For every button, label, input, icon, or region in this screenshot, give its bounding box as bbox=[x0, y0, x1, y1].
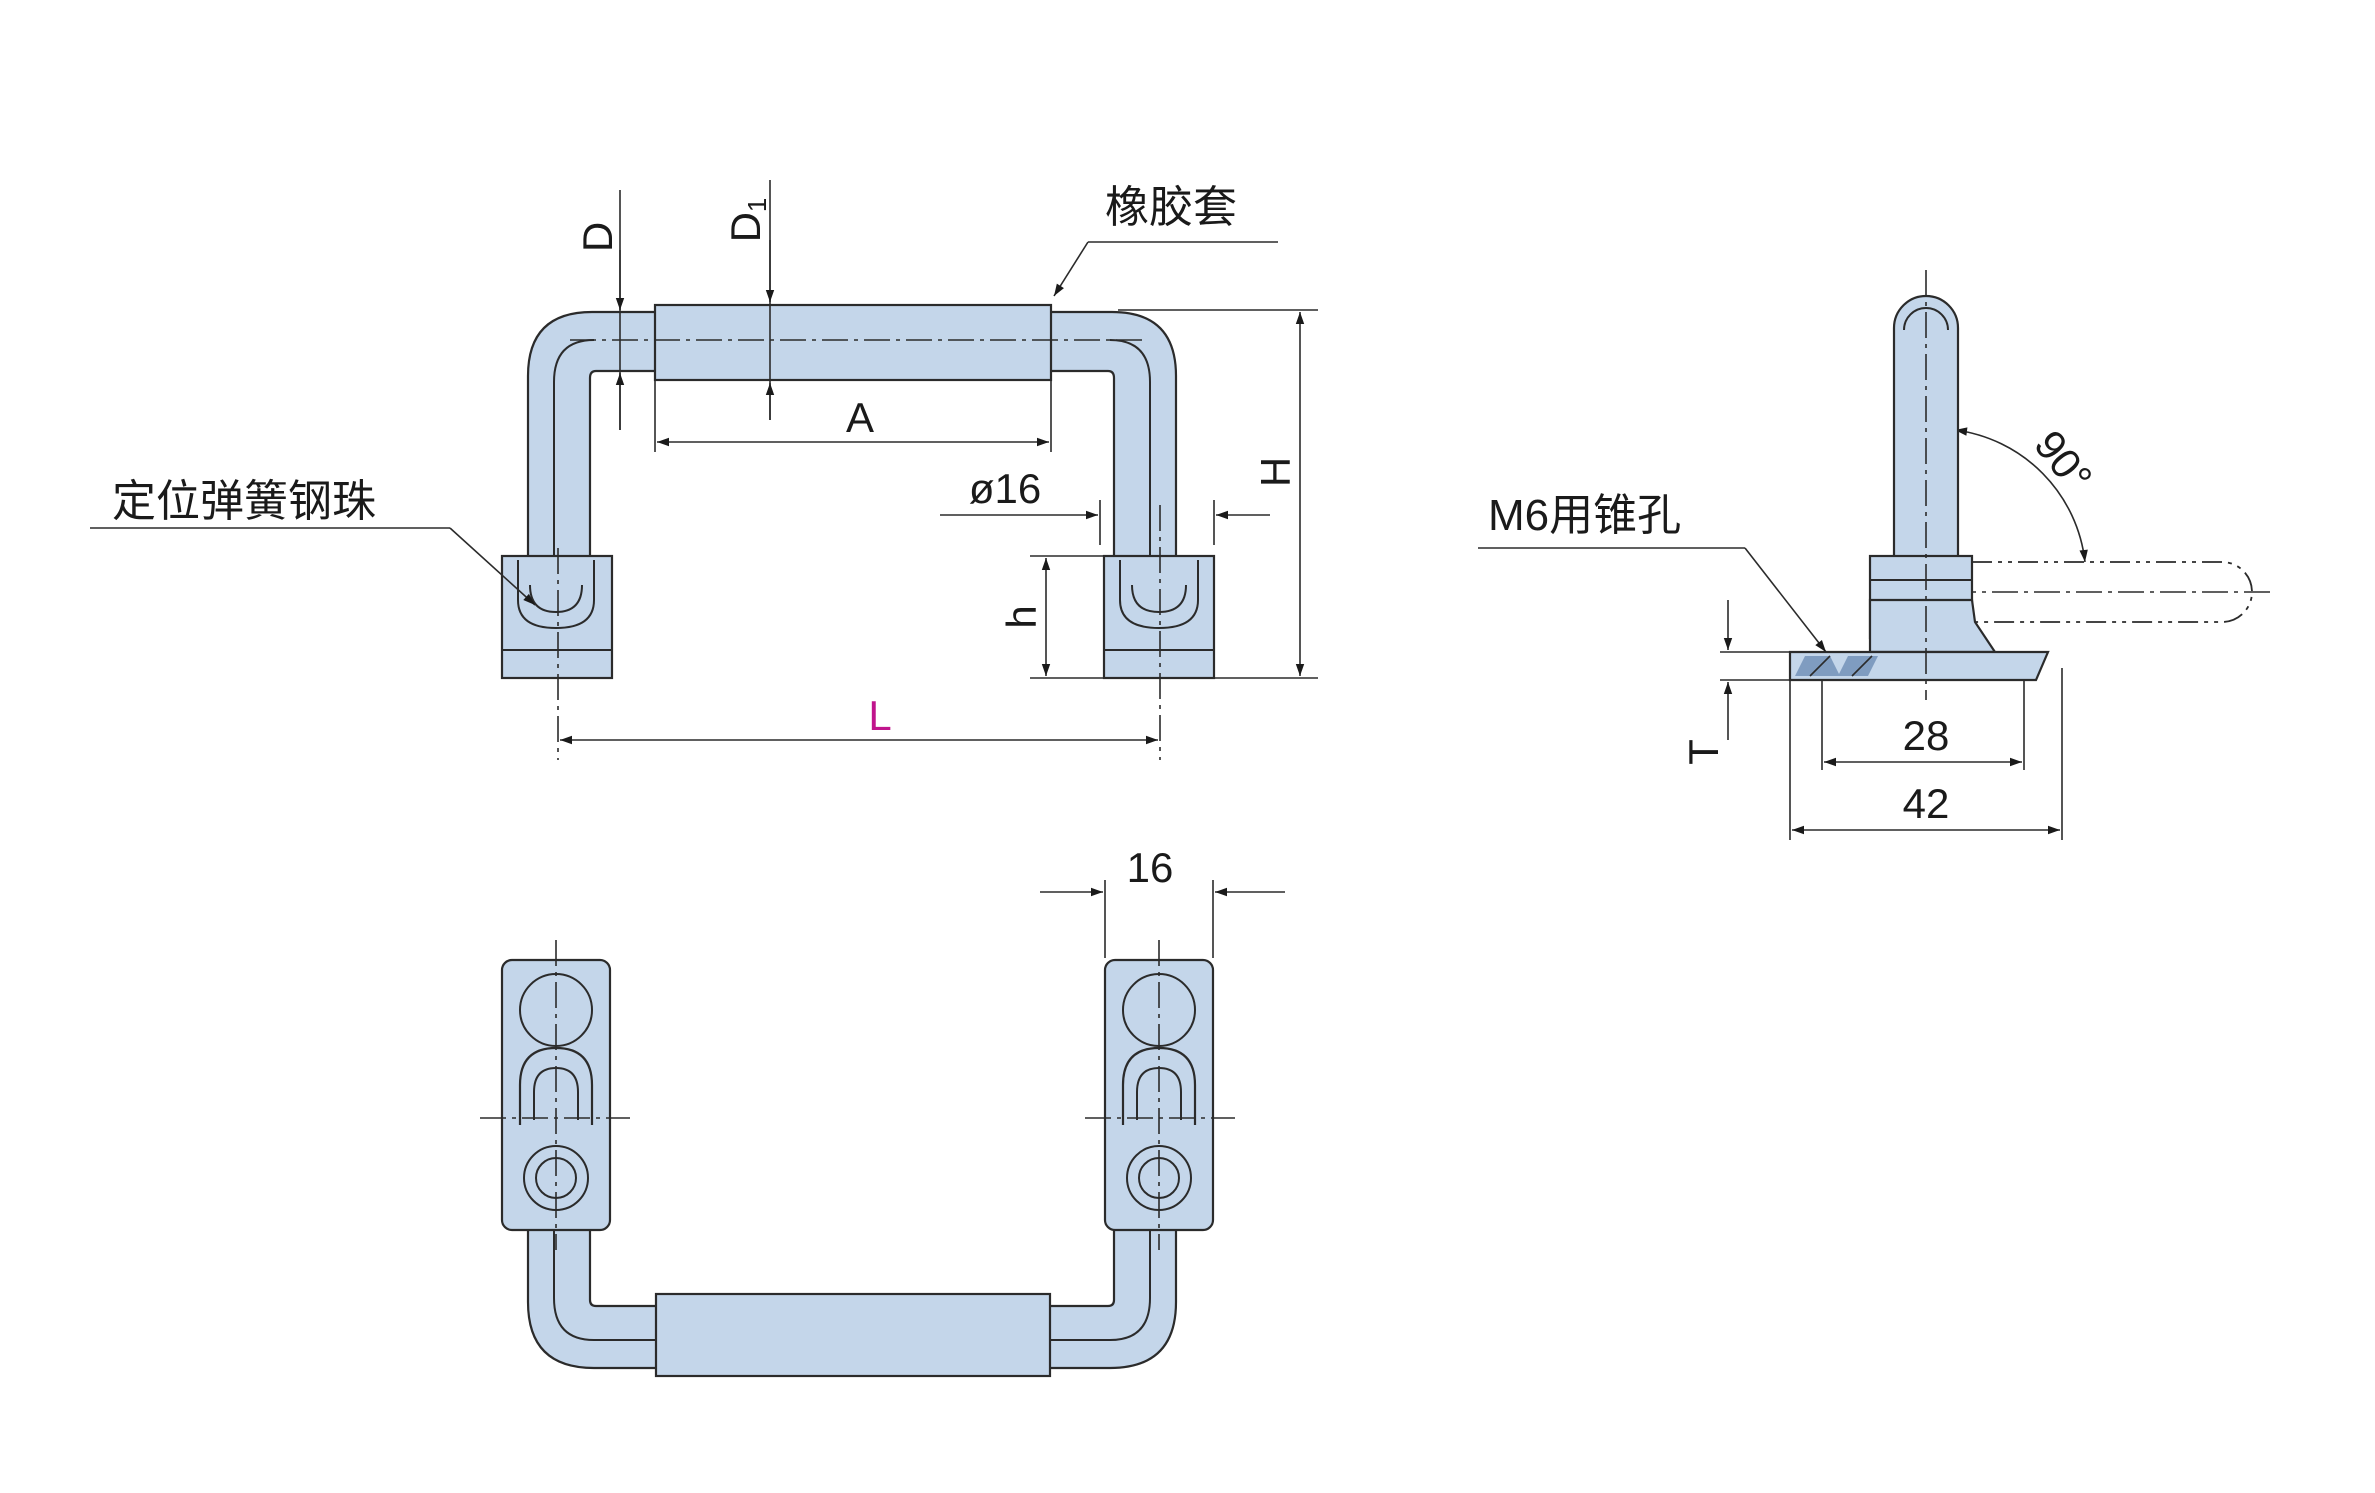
dim-T-label: T bbox=[1680, 739, 1727, 765]
dim-A-label: A bbox=[846, 394, 874, 441]
label-spring-ball: 定位弹簧钢珠 bbox=[112, 477, 376, 526]
dim-angle-label: 90° bbox=[2025, 422, 2101, 501]
front-view: D D1 A ø16 H h L bbox=[90, 180, 1318, 760]
side-view: 90° T 28 42 bbox=[1478, 270, 2272, 840]
dim-D1-label: D1 bbox=[722, 198, 772, 243]
dim-H-label: H bbox=[1252, 457, 1299, 487]
top-view-rubber-sleeve bbox=[654, 1292, 1052, 1378]
rubber-sleeve bbox=[653, 303, 1053, 382]
dim-16-label: 16 bbox=[1127, 844, 1174, 891]
dim-L-label: L bbox=[868, 692, 891, 739]
dim-phi16-label: ø16 bbox=[969, 465, 1041, 512]
label-m6-countersink: M6用锥孔 bbox=[1488, 491, 1681, 540]
label-rubber-sleeve: 橡胶套 bbox=[1105, 183, 1237, 232]
top-view: 16 bbox=[480, 844, 1285, 1378]
dim-h-label: h bbox=[998, 605, 1045, 628]
dim-28-label: 28 bbox=[1903, 712, 1950, 759]
dim-D-label: D bbox=[574, 222, 621, 252]
right-base-block bbox=[1102, 554, 1216, 680]
dim-42-label: 42 bbox=[1903, 780, 1950, 827]
